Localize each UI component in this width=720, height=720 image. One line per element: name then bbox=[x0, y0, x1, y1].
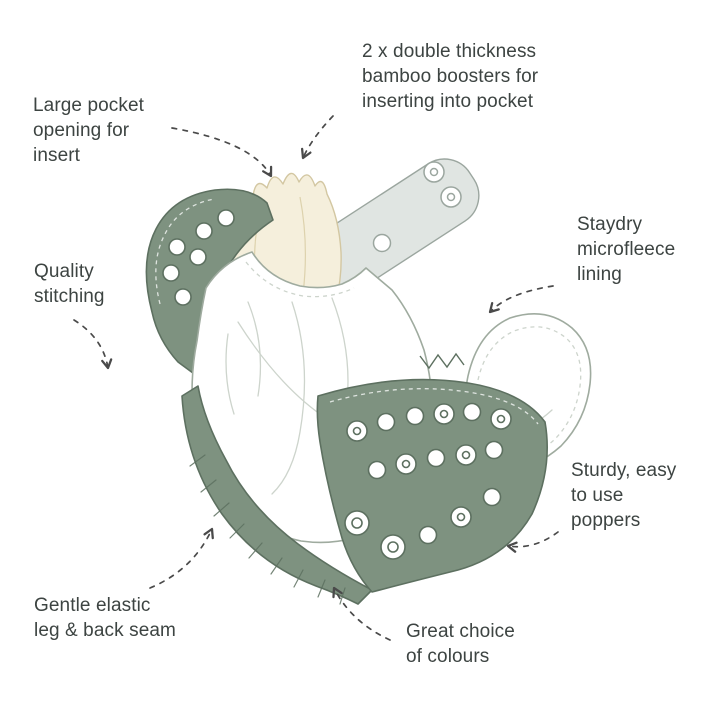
back-seam-zigzag bbox=[419, 352, 465, 370]
arrow-poppers bbox=[506, 531, 559, 553]
arrow-elastic bbox=[149, 527, 214, 589]
label-gentle-elastic: Gentle elastic leg & back seam bbox=[34, 595, 176, 641]
arrow-quality bbox=[73, 319, 113, 370]
label-quality-stitching: Quality stitching bbox=[34, 261, 105, 307]
arrow-boosters bbox=[300, 115, 334, 160]
label-large-pocket-opening: Large pocket opening for insert bbox=[33, 95, 145, 166]
wing-snaps bbox=[162, 209, 235, 306]
panel-poppers bbox=[344, 402, 512, 560]
annotation-arrows bbox=[73, 115, 559, 641]
elastic-band bbox=[181, 385, 373, 605]
elastic-gathers bbox=[189, 454, 346, 605]
label-colour-choice: Great choice of colours bbox=[406, 621, 515, 667]
arrow-staydry bbox=[488, 285, 554, 314]
label-bamboo-boosters: 2 x double thickness bamboo boosters for… bbox=[362, 41, 539, 112]
popper-panel bbox=[316, 378, 548, 593]
gray-flap-snaps bbox=[372, 161, 462, 253]
arrow-large-pocket bbox=[171, 127, 273, 178]
label-staydry-lining: Staydry microfleece lining bbox=[577, 214, 676, 285]
label-sturdy-poppers: Sturdy, easy to use poppers bbox=[571, 460, 677, 531]
arrow-colours bbox=[332, 586, 391, 641]
